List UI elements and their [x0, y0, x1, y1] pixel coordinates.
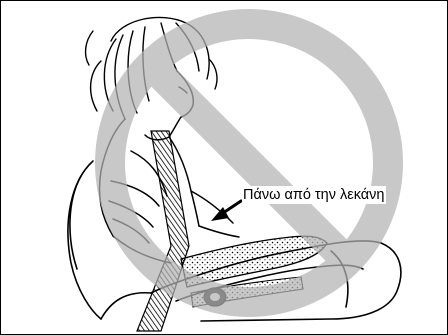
seat-back	[68, 161, 101, 319]
pointer-arrow	[211, 201, 241, 221]
callout-label: Πάνω από την λεκάνη	[242, 186, 386, 204]
arm	[191, 191, 239, 237]
